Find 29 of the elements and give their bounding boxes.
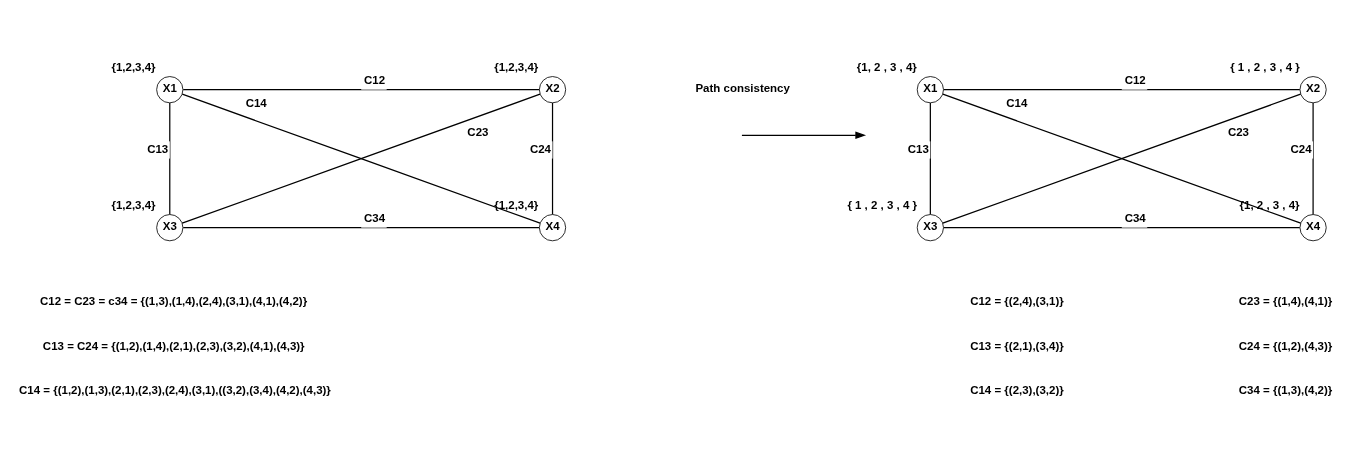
node-label: {1,2,3,4} — [494, 60, 539, 73]
edge-label: C23 — [1227, 125, 1249, 138]
label: C13 = {(2,1),(3,4)} — [970, 339, 1064, 352]
edge-label: C24 — [529, 142, 552, 155]
edge-label: C13 — [147, 142, 169, 155]
label: C14 = {(1,2),(1,3),(2,1),(2,3),(2,4),(3,1),((3,2),(3,4),(4,2),(4,3)} — [19, 383, 331, 396]
edge-label: C12 — [1124, 73, 1146, 86]
node-label: {1,2,3,4} — [111, 60, 156, 73]
node-label: {1,2,3,4} — [494, 198, 539, 211]
label: C34 = {(1,3),(4,2)} — [1238, 383, 1333, 396]
label: C14 = {(2,3),(3,2)} — [970, 383, 1064, 396]
label: Path consistency — [695, 81, 790, 94]
edge-label: C12 — [364, 73, 386, 86]
label: C13 = C24 = {(1,2),(1,4),(2,1),(2,3),(3,2),(4,1),(4,3)} — [42, 339, 305, 352]
node-label: { 1 , 2 , 3 , 4 } — [847, 198, 917, 211]
node-label: {1, 2 , 3 , 4} — [856, 60, 917, 73]
edge-label: C34 — [364, 211, 386, 224]
label: C12 = {(2,4),(3,1)} — [970, 294, 1064, 307]
edge-label: C13 — [907, 142, 929, 155]
label: C23 = {(1,4),(4,1)} — [1238, 294, 1333, 307]
edge-label: C14 — [245, 96, 267, 109]
node-label: {1,2,3,4} — [111, 198, 156, 211]
edge-label: C24 — [1290, 142, 1312, 155]
node-label: { 1 , 2 , 3 , 4 } — [1230, 60, 1300, 73]
edge-label: C34 — [1124, 211, 1146, 224]
edge-label: C14 — [1006, 96, 1028, 109]
edge-label: C23 — [467, 125, 489, 138]
label: C24 = {(1,2),(4,3)} — [1238, 339, 1333, 352]
label: C12 = C23 = c34 = {(1,3),(1,4),(2,4),(3,1),(4,1),(4,2)} — [40, 294, 308, 307]
